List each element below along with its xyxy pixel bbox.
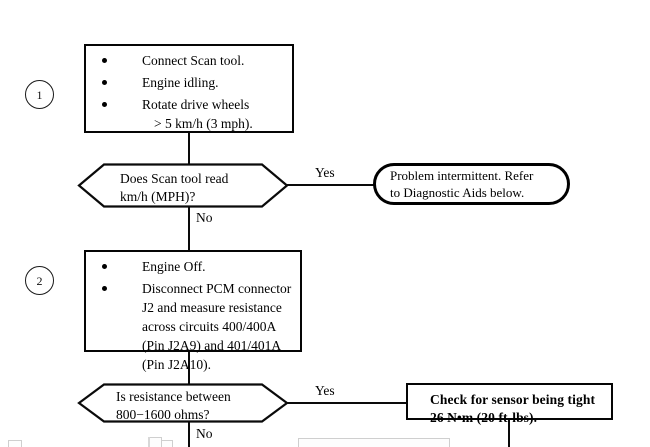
decision-line-2: km/h (MPH)? — [120, 189, 196, 204]
decision-resistance-range-label: Is resistance between 800−1600 ohms? — [116, 388, 231, 424]
bullet-text: Rotate drive wheels — [142, 97, 250, 112]
bullet-text: Engine idling. — [142, 75, 219, 90]
step-number-1-label: 1 — [36, 87, 43, 102]
process-box-step-2[interactable]: Engine Off. Disconnect PCM connector J2 … — [84, 250, 302, 372]
cropped-artifact-mid — [161, 440, 173, 447]
bullet-item: Connect Scan tool. — [98, 51, 286, 70]
branch-label-yes-decision1: Yes — [315, 165, 335, 180]
step-number-2: 2 — [25, 266, 54, 295]
terminator-problem-intermittent[interactable]: Problem intermittent. Refer to Diagnosti… — [373, 163, 570, 205]
action-line-2: 26 N•m (20 ft-lbs). — [430, 410, 538, 425]
decision-line-1: Is resistance between — [116, 389, 231, 404]
process-box-step-1-inner: Connect Scan tool. Engine idling. Rotate… — [86, 46, 292, 137]
cropped-artifact-tick — [148, 437, 150, 447]
bullet-item: Engine Off. — [98, 257, 294, 276]
terminator-line-1: Problem intermittent. Refer — [390, 168, 534, 183]
bullet-dot-icon — [102, 58, 107, 63]
cropped-artifact-left — [8, 440, 22, 447]
step-number-2-label: 2 — [36, 273, 43, 288]
connector-action-down — [508, 420, 511, 447]
branch-label-no-decision2: No — [196, 426, 213, 441]
bullet-text: Engine Off. — [142, 259, 206, 274]
bullet-dot-icon — [102, 264, 107, 269]
terminator-text: Problem intermittent. Refer to Diagnosti… — [376, 167, 543, 201]
action-box-text: Check for sensor being tight 26 N•m (20 … — [408, 385, 611, 432]
decision-line-1: Does Scan tool read — [120, 171, 229, 186]
branch-label-no-decision1: No — [196, 210, 213, 225]
bullet-text-continuation: > 5 km/h (3 mph). — [154, 116, 253, 131]
bullet-item: Rotate drive wheels > 5 km/h (3 mph). — [98, 95, 286, 133]
connector-step1-to-decision1 — [188, 133, 191, 164]
decision-line-2: 800−1600 ohms? — [116, 407, 210, 422]
connector-decision1-no — [188, 207, 191, 251]
bullet-item: Disconnect PCM connector J2 and measure … — [98, 279, 294, 374]
bullet-dot-icon — [102, 80, 107, 85]
process-box-step-1-bullets: Connect Scan tool. Engine idling. Rotate… — [98, 51, 286, 133]
process-box-step-2-bullets: Engine Off. Disconnect PCM connector J2 … — [98, 257, 294, 374]
connector-step2-to-decision2 — [188, 352, 191, 384]
decision-resistance-range[interactable]: Is resistance between 800−1600 ohms? — [77, 383, 289, 424]
decision-scan-tool-read-label: Does Scan tool read km/h (MPH)? — [120, 170, 228, 206]
bullet-text: Disconnect PCM connector J2 and measure … — [142, 281, 292, 372]
bullet-text: Connect Scan tool. — [142, 53, 245, 68]
step-number-1: 1 — [25, 80, 54, 109]
action-box-check-sensor-tight[interactable]: Check for sensor being tight 26 N•m (20 … — [406, 383, 613, 425]
connector-decision1-yes — [286, 184, 374, 187]
branch-label-yes-decision2: Yes — [315, 383, 335, 398]
bullet-item: Engine idling. — [98, 73, 286, 92]
bullet-dot-icon — [102, 102, 107, 107]
connector-decision2-no — [188, 422, 191, 447]
connector-decision2-yes — [286, 402, 407, 405]
process-box-step-1[interactable]: Connect Scan tool. Engine idling. Rotate… — [84, 44, 294, 133]
bullet-dot-icon — [102, 286, 107, 291]
process-box-step-2-inner: Engine Off. Disconnect PCM connector J2 … — [86, 252, 300, 378]
action-line-1: Check for sensor being tight — [430, 392, 596, 407]
cropped-artifact-right — [298, 438, 450, 447]
terminator-line-2: to Diagnostic Aids below. — [390, 185, 525, 200]
decision-scan-tool-read[interactable]: Does Scan tool read km/h (MPH)? — [77, 163, 289, 208]
cropped-artifact-mid-left — [148, 437, 162, 447]
